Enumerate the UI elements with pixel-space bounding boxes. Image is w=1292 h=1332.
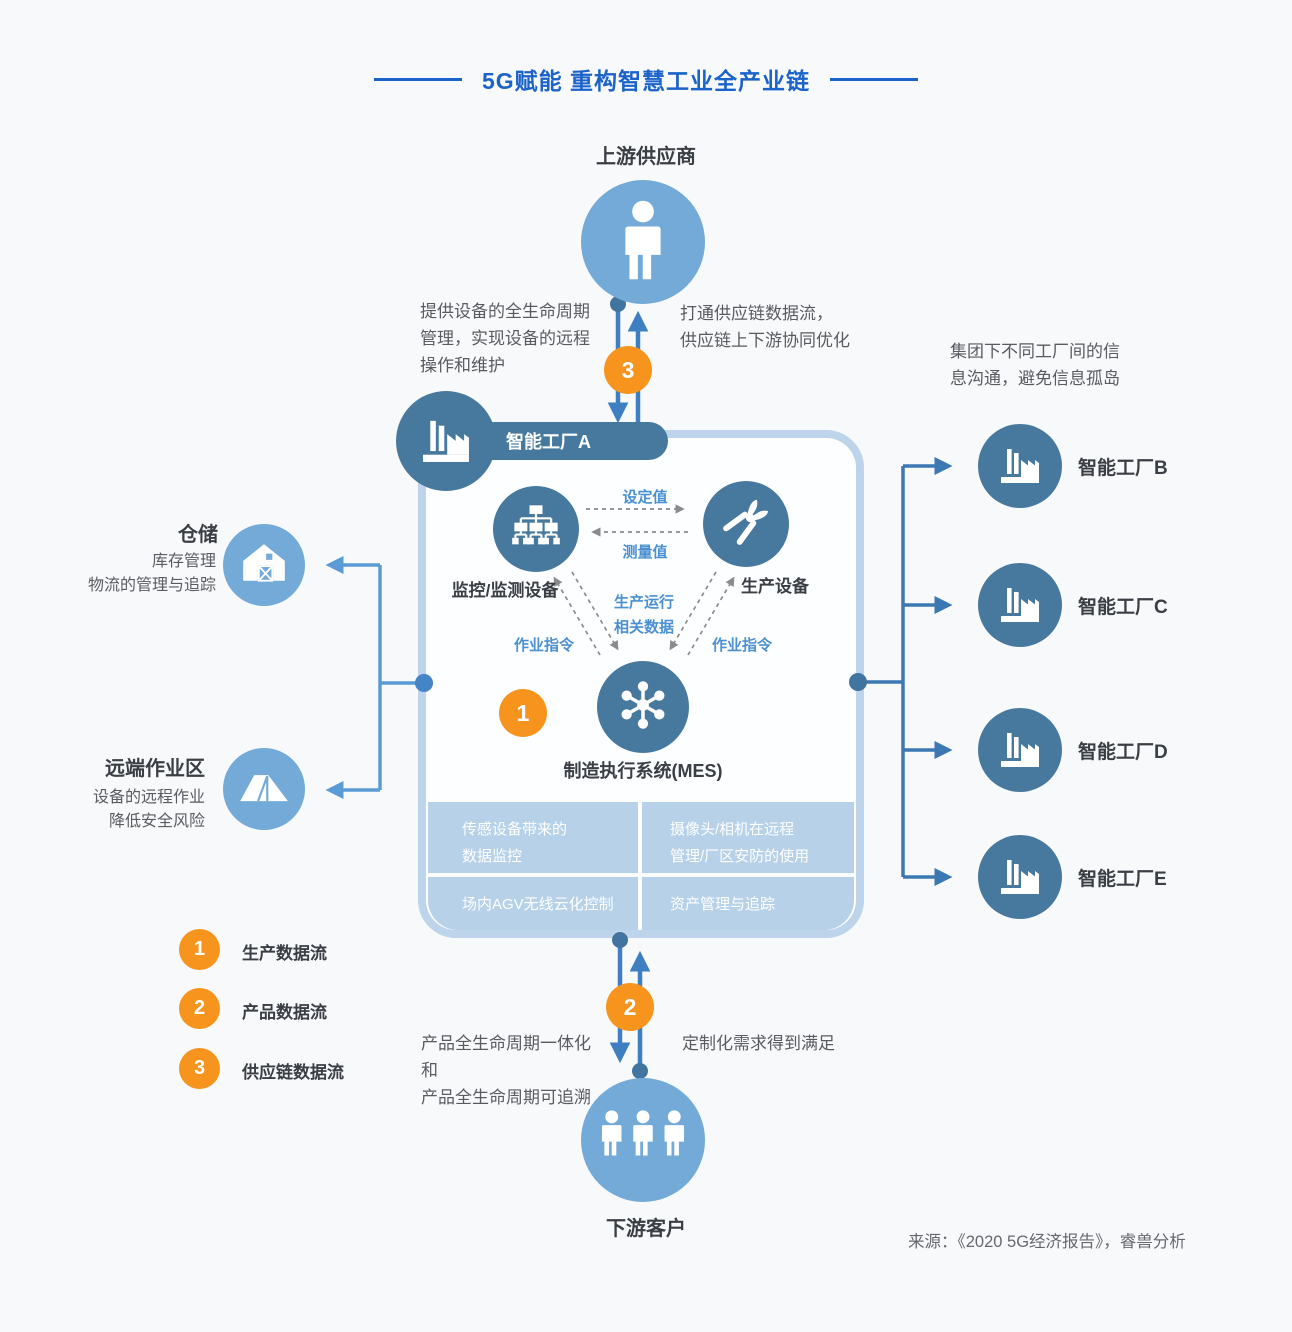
legend-badge-3: 3 <box>179 1048 220 1089</box>
capability-cell-2: 摄像头/相机在远程 管理/厂区安防的使用 <box>642 802 854 873</box>
remote-area-subtext: 设备的远程作业 降低安全风险 <box>92 789 205 830</box>
org-chart-icon <box>510 501 562 558</box>
measured-value-label: 测量值 <box>622 544 668 561</box>
job-order-right-label: 作业指令 <box>711 637 772 654</box>
factory-icon <box>996 851 1044 904</box>
flow3-badge: 3 <box>604 346 652 394</box>
downstream-customers-label: 下游客户 <box>606 1218 686 1240</box>
smart-factory-e-node <box>978 835 1062 919</box>
legend-badge-1: 1 <box>179 929 220 970</box>
warehouse-node <box>223 524 305 606</box>
page-title: 5G赋能 重构智慧工业全产业链 <box>481 68 811 94</box>
flow3-right-note: 打通供应链数据流， 供应链上下游协同优化 <box>680 304 850 350</box>
remote-area-node <box>223 748 305 830</box>
legend-badge-2: 2 <box>179 988 220 1029</box>
warehouse-title: 仓储 <box>178 524 218 546</box>
smart-factory-b-label: 智能工厂B <box>1078 458 1168 479</box>
warehouse-subtext: 库存管理 物流的管理与追踪 <box>87 553 216 594</box>
smart-factory-d-node <box>978 708 1062 792</box>
capability-cell-4: 资产管理与追踪 <box>642 877 854 930</box>
group-communication-note: 集团下不同工厂间的信 息沟通，避免信息孤岛 <box>950 342 1120 388</box>
remote-area-title: 远端作业区 <box>105 758 205 780</box>
smart-factory-c-label: 智能工厂C <box>1078 597 1168 618</box>
job-order-left-label: 作业指令 <box>513 637 574 654</box>
barn-icon <box>239 538 289 593</box>
smart-factory-e-label: 智能工厂E <box>1078 869 1167 890</box>
legend-label-3: 供应链数据流 <box>242 1063 344 1082</box>
tent-icon <box>238 770 290 809</box>
monitor-equipment-node <box>493 486 579 572</box>
production-run-data-label: 生产运行 相关数据 <box>613 594 674 636</box>
legend-label-2: 产品数据流 <box>242 1003 327 1022</box>
set-value-label: 设定值 <box>622 489 668 506</box>
title-bar: 5G赋能 重构智慧工业全产业链 <box>0 62 1292 96</box>
factory-icon <box>996 440 1044 493</box>
production-equipment-label: 生产设备 <box>741 577 809 596</box>
people-group-icon <box>597 1107 689 1174</box>
legend-label-1: 生产数据流 <box>242 944 327 963</box>
flow2-left-note: 产品全生命周期一体化和 产品全生命周期可追溯 <box>421 1034 591 1107</box>
upstream-supplier-node <box>581 180 705 304</box>
source-attribution: 来源：《2020 5G经济报告》，睿兽分析 <box>908 1233 1186 1251</box>
factory-icon <box>996 579 1044 632</box>
flow2-badge: 2 <box>606 983 654 1031</box>
upstream-supplier-label: 上游供应商 <box>596 146 696 168</box>
flow1-badge: 1 <box>499 689 547 737</box>
smart-factory-a-node <box>396 391 496 491</box>
flow3-left-note: 提供设备的全生命周期 管理，实现设备的远程 操作和维护 <box>420 302 590 375</box>
mes-label: 制造执行系统(MES) <box>563 761 723 781</box>
title-rule-right <box>830 77 919 81</box>
smart-factory-b-node <box>978 424 1062 508</box>
mes-node <box>597 661 689 753</box>
capability-cell-1: 传感设备带来的 数据监控 <box>428 802 638 873</box>
flow2-right-note: 定制化需求得到满足 <box>682 1034 835 1053</box>
factory-icon <box>996 724 1044 777</box>
capability-cell-3: 场内AGV无线云化控制 <box>428 877 638 930</box>
smart-factory-c-node <box>978 563 1062 647</box>
person-icon <box>612 198 674 287</box>
factory-icon <box>417 410 475 473</box>
title-rule-left <box>373 77 462 81</box>
monitor-equipment-label: 监控/监测设备 <box>451 581 559 600</box>
pliers-icon <box>720 496 772 553</box>
downstream-customers-node <box>581 1078 705 1202</box>
smart-factory-d-label: 智能工厂D <box>1078 742 1168 763</box>
production-equipment-node <box>703 481 789 567</box>
hub-network-icon <box>615 677 671 738</box>
